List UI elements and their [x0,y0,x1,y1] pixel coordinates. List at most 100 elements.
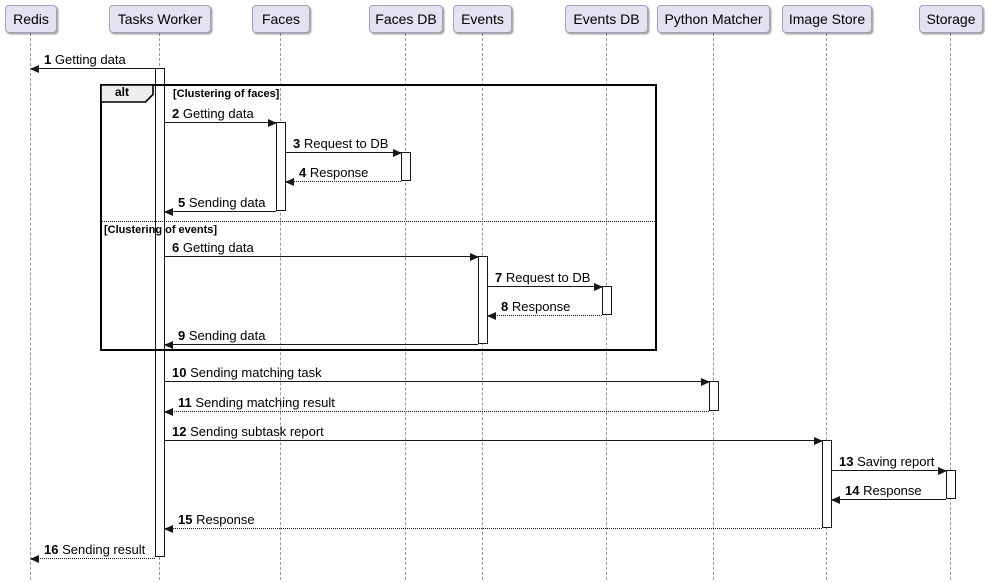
participant-storage: Storage [919,5,983,33]
message-number: 11 [178,395,192,410]
message-number: 16 [44,542,59,557]
message-label: 16 Sending result [44,542,145,557]
activation-faces-db [401,152,411,181]
lifeline-faces-db [405,33,406,580]
message-line [165,437,823,445]
lifeline-storage [950,33,951,580]
message-4: 4 Response [285,165,401,186]
activation-events-db [602,286,612,315]
message-number: 9 [178,328,186,343]
message-15: 15 Response [164,512,822,533]
message-9: 9 Sending data [164,328,478,349]
message-16: 16 Sending result [30,542,155,563]
message-label: 10 Sending matching task [172,365,322,380]
message-13: 13 Saving report [832,454,947,475]
message-label: 13 Saving report [839,454,934,469]
activation-python-matcher [709,381,719,411]
message-label: 3 Request to DB [293,136,388,151]
message-label: 15 Response [178,512,255,527]
message-text: Sending matching result [195,395,335,410]
message-8: 8 Response [487,299,602,320]
participant-events-db: Events DB [565,5,648,33]
lifeline-faces [280,33,281,580]
message-text: Request to DB [505,270,591,285]
participant-image-store: Image Store [782,5,872,33]
message-line [487,312,602,320]
message-line [165,378,710,386]
lifeline-python-matcher [713,33,714,580]
message-7: 7 Request to DB [488,270,603,291]
message-line [285,178,401,186]
message-5: 5 Sending data [164,195,276,216]
lifeline-redis [30,33,31,580]
participant-events: Events [453,5,512,33]
message-text: Sending matching task [190,365,322,380]
message-line [165,119,277,127]
message-text: Getting data [182,240,254,255]
activation-tasks-worker [155,68,165,557]
alt-divider [102,221,655,222]
message-label: 2 Getting data [172,106,254,121]
message-text: Sending result [62,542,146,557]
message-line [164,408,709,416]
alt-operator-badge: alt [100,84,154,103]
message-text: Sending data [188,195,266,210]
message-line [832,467,947,475]
message-number: 10 [172,365,187,380]
message-line [488,283,603,291]
alt-operator-label: alt [114,85,129,99]
message-text: Response [309,165,369,180]
message-line [164,208,276,216]
activation-image-store [822,440,832,528]
message-14: 14 Response [831,483,946,504]
message-6: 6 Getting data [165,240,479,261]
alt-guard-faces: [Clustering of faces] [173,88,280,100]
message-line [30,65,155,73]
participant-redis: Redis [5,5,57,33]
alt-guard-events: [Clustering of events] [104,224,218,236]
message-12: 12 Sending subtask report [165,424,823,445]
message-line [164,341,478,349]
message-line [30,555,155,563]
message-number: 7 [495,270,503,285]
participant-tasks-worker: Tasks Worker [109,5,211,33]
message-number: 6 [172,240,180,255]
message-number: 8 [501,299,509,314]
participant-faces-db: Faces DB [369,5,443,33]
message-number: 2 [172,106,180,121]
message-label: 1 Getting data [44,52,126,67]
message-number: 5 [178,195,186,210]
message-text: Saving report [857,454,935,469]
message-text: Getting data [54,52,126,67]
message-line [164,525,822,533]
lifeline-image-store [826,33,827,580]
message-text: Request to DB [303,136,389,151]
alt-frame: alt [Clustering of faces] [Clustering of… [100,84,657,351]
message-line [286,149,402,157]
message-number: 3 [293,136,301,151]
message-text: Response [511,299,571,314]
message-label: 5 Sending data [178,195,265,210]
message-text: Getting data [182,106,254,121]
message-label: 4 Response [299,165,368,180]
message-label: 14 Response [845,483,922,498]
message-1: 1 Getting data [30,52,155,73]
message-text: Sending data [188,328,266,343]
message-text: Response [196,512,255,527]
message-number: 12 [172,424,187,439]
message-number: 4 [299,165,307,180]
message-text: Response [863,483,922,498]
message-number: 14 [845,483,860,498]
message-3: 3 Request to DB [286,136,402,157]
message-number: 13 [839,454,854,469]
message-line [165,253,479,261]
message-10: 10 Sending matching task [165,365,710,386]
alt-pentagon-icon [100,84,154,103]
participant-faces: Faces [252,5,310,33]
activation-storage [946,470,956,499]
message-label: 6 Getting data [172,240,254,255]
activation-events [478,256,488,344]
message-label: 9 Sending data [178,328,265,343]
message-label: 7 Request to DB [495,270,590,285]
